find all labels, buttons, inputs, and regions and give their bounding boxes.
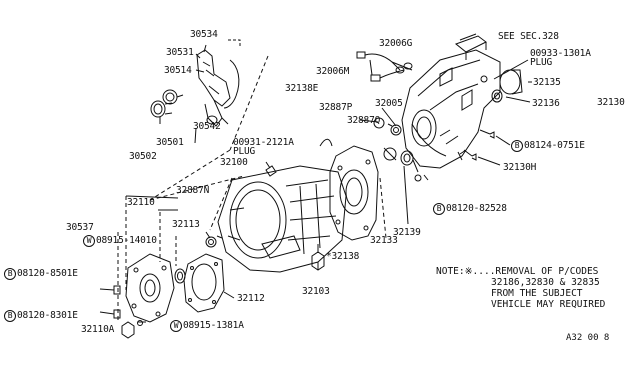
seal-30501	[162, 89, 184, 105]
bolt-b-icon: B	[4, 310, 16, 322]
front-gasket-32112	[183, 253, 225, 313]
note-line-1: NOTE:※....REMOVAL OF P/CODES	[436, 266, 599, 277]
bearing-30502	[150, 100, 173, 118]
label-00931-2121A: 00931-2121A	[233, 137, 294, 148]
front-cover-32110	[125, 253, 175, 323]
label-32138E: 32138E	[285, 83, 319, 94]
note-line-2: 32186,32830 & 32835	[491, 277, 600, 288]
label-32133: 32133	[370, 235, 398, 246]
label-30542: 30542	[193, 121, 221, 132]
note-line-4: VEHICLE MAY REQUIRED	[491, 299, 606, 310]
label-32103: 32103	[302, 286, 330, 297]
extension-housing-32130	[401, 49, 501, 169]
label-30531: 30531	[166, 47, 194, 58]
bushing-32887N	[205, 236, 217, 248]
label-32006G: 32006G	[379, 38, 413, 49]
label-32887Q: 32887Q	[347, 115, 381, 126]
washer-w-icon: W	[170, 320, 182, 332]
label-32130H: 32130H	[503, 162, 537, 173]
front-cover-bolts	[99, 285, 146, 339]
label-00933-plug: PLUG	[530, 57, 553, 68]
switch-wiring	[356, 51, 413, 82]
page-code: A32 00 8	[566, 333, 610, 343]
bolt-b-icon: B	[4, 268, 16, 280]
front-seal-32113	[174, 268, 186, 284]
label-32113: 32113	[172, 219, 200, 230]
bearing-parts	[373, 117, 429, 182]
label-32006M: 32006M	[316, 66, 350, 77]
label-32100: 32100	[220, 157, 248, 168]
label-30534: 30534	[190, 29, 218, 40]
label-see-sec: SEE SEC.328	[498, 31, 559, 42]
label-32136: 32136	[532, 98, 560, 109]
label-32887P: 32887P	[319, 102, 353, 113]
label-32130: 32130	[597, 97, 625, 108]
label-30537: 30537	[66, 222, 94, 233]
adapter-plate	[319, 138, 379, 241]
bolt-b-icon: B	[511, 140, 523, 152]
label-32110: 32110	[127, 197, 155, 208]
bolt-b-icon: B	[433, 203, 445, 215]
label-00931-plug: PLUG	[233, 146, 256, 157]
note-line-3: FROM THE SUBJECT	[491, 288, 583, 299]
label-32138: *32138	[326, 251, 360, 262]
label-32005: 32005	[375, 98, 403, 109]
label-32112: 32112	[237, 293, 265, 304]
washer-w-icon: W	[83, 235, 95, 247]
shift-fork-group	[196, 49, 240, 127]
label-32887N: 32887N	[176, 185, 210, 196]
label-00933-1301A: 00933-1301A	[530, 48, 591, 59]
label-32110A: 32110A	[81, 324, 115, 335]
label-32139: 32139	[393, 227, 421, 238]
label-30514: 30514	[164, 65, 192, 76]
drain-bolt-32103	[311, 244, 325, 271]
label-32135: 32135	[533, 77, 561, 88]
label-30501: 30501	[156, 137, 184, 148]
rear-bolts	[457, 129, 495, 161]
shift-cover	[454, 33, 487, 60]
label-30502: 30502	[129, 151, 157, 162]
